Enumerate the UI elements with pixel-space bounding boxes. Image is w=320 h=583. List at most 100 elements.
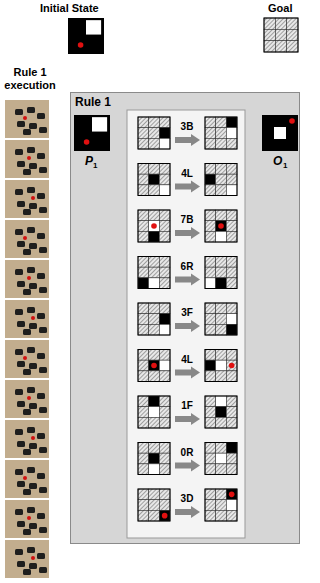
grid-frame	[138, 396, 170, 428]
grid-frame	[205, 489, 237, 521]
grid-frame	[138, 117, 170, 149]
puzzle-block	[23, 169, 31, 175]
puzzle-block	[39, 327, 47, 333]
grid-cell	[226, 360, 237, 371]
grid-cell	[216, 257, 227, 268]
puzzle-block	[17, 561, 25, 567]
red-marker	[27, 276, 31, 280]
grid-cell	[138, 185, 149, 196]
step-arrow-head	[191, 413, 200, 425]
execution-photo	[5, 500, 49, 538]
execution-photo	[5, 100, 49, 138]
puzzle-block	[39, 247, 47, 253]
grid-cell	[205, 221, 216, 232]
grid-cell	[226, 407, 237, 418]
grid-cell	[205, 443, 216, 454]
grid-cell	[149, 221, 160, 232]
grid-cell	[159, 324, 170, 335]
white-cell	[92, 117, 107, 131]
grid-cell	[149, 407, 160, 418]
step-arrow-head	[191, 227, 200, 239]
step-arrow	[175, 463, 192, 469]
grid-cell	[287, 41, 298, 52]
state-label: 1	[283, 161, 287, 170]
heading-label: Goal	[268, 2, 292, 14]
grid-cell	[226, 231, 237, 242]
grid-cell	[216, 371, 227, 382]
grid-cell	[226, 117, 237, 128]
puzzle-block	[23, 369, 31, 375]
step-label: 1F	[181, 400, 193, 411]
puzzle-block	[27, 427, 35, 433]
grid-cell	[159, 407, 170, 418]
grid-frame	[264, 18, 298, 52]
steps-panel	[127, 110, 245, 538]
grid-cell	[149, 360, 160, 371]
grid-cell	[216, 267, 227, 278]
grid-cell	[205, 350, 216, 361]
grid-cell	[216, 407, 227, 418]
grid-frame	[138, 350, 170, 382]
grid-cell	[205, 510, 216, 521]
execution-photo	[5, 540, 49, 578]
grid-cell	[138, 267, 149, 278]
grid-cell	[159, 360, 170, 371]
puzzle-block	[39, 367, 47, 373]
grid-cell	[159, 117, 170, 128]
puzzle-block	[15, 549, 23, 555]
grid-cell	[149, 117, 160, 128]
grid-cell	[205, 360, 216, 371]
step-label: 0R	[181, 447, 194, 458]
grid-cell	[149, 464, 160, 475]
puzzle-block	[15, 469, 23, 475]
grid-frame	[205, 117, 237, 149]
puzzle-block	[27, 547, 35, 553]
grid-cell	[287, 29, 298, 40]
grid-cell	[226, 128, 237, 139]
puzzle-block	[37, 473, 45, 479]
red-marker	[218, 223, 224, 229]
step-label: 3D	[181, 493, 194, 504]
grid-cell	[226, 464, 237, 475]
grid-cell	[226, 164, 237, 175]
grid-cell	[226, 314, 237, 325]
grid-cell	[216, 489, 227, 500]
puzzle-block	[23, 209, 31, 215]
step-arrow	[175, 137, 192, 143]
step-arrow	[175, 184, 192, 190]
red-marker	[229, 492, 235, 498]
grid-cell	[138, 510, 149, 521]
puzzle-block	[17, 521, 25, 527]
grid-cell	[159, 138, 170, 149]
grid-cell	[226, 221, 237, 232]
grid-cell	[216, 324, 227, 335]
grid-cell	[138, 464, 149, 475]
grid-cell	[226, 350, 237, 361]
grid-cell	[205, 267, 216, 278]
grid-cell	[205, 417, 216, 428]
grid-cell	[226, 453, 237, 464]
puzzle-block	[37, 353, 45, 359]
grid-cell	[159, 278, 170, 289]
grid-cell	[205, 231, 216, 242]
grid-cell	[159, 464, 170, 475]
puzzle-block	[23, 449, 31, 455]
puzzle-block	[27, 387, 35, 393]
grid-cell	[149, 128, 160, 139]
state-label: P	[85, 154, 93, 168]
grid-cell	[216, 164, 227, 175]
grid-frame	[138, 443, 170, 475]
puzzle-block	[29, 323, 37, 329]
puzzle-block	[17, 401, 25, 407]
grid-cell	[205, 278, 216, 289]
grid-cell	[149, 278, 160, 289]
grid-cell	[205, 489, 216, 500]
puzzle-block	[15, 429, 23, 435]
puzzle-block	[29, 563, 37, 569]
puzzle-block	[23, 489, 31, 495]
grid-cell	[149, 185, 160, 196]
puzzle-block	[15, 389, 23, 395]
grid-cell	[138, 360, 149, 371]
puzzle-block	[37, 393, 45, 399]
grid-cell	[226, 510, 237, 521]
